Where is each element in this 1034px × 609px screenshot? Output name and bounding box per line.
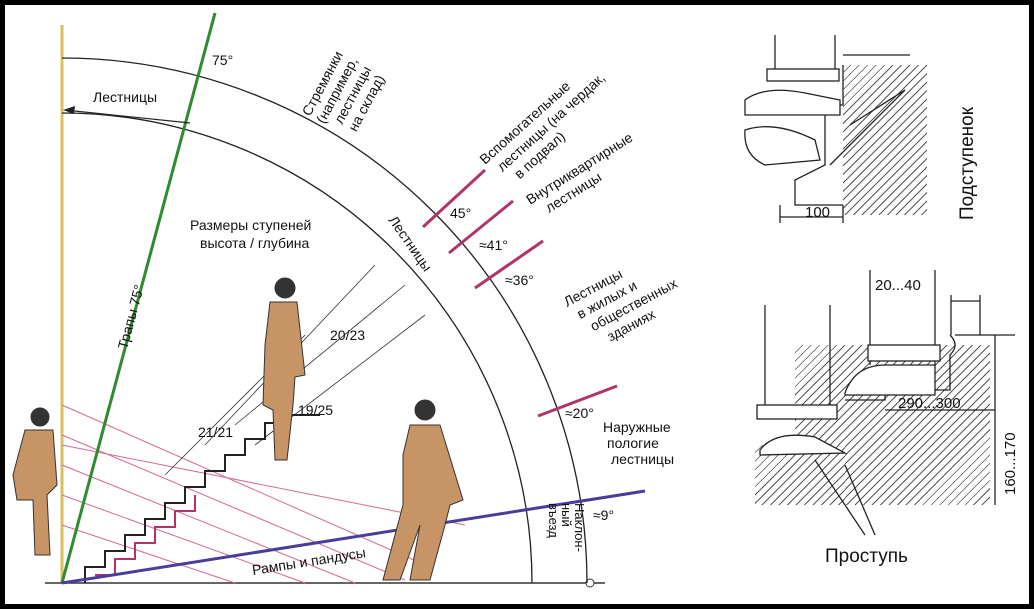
arrowhead-left	[63, 106, 75, 114]
angle-41-label: ≈41°	[479, 237, 508, 253]
ratio-20-23: 20/23	[330, 327, 365, 343]
step-sizes-label-2: высота / глубина	[200, 235, 310, 251]
stairs-angle-diagram: 100 Подступенок 20...40 290...300 160...…	[12, 12, 1019, 588]
auxiliary-stairs-label: Вспомогательные лестницы (на чердак, в п…	[476, 69, 608, 182]
svg-text:въезд: въезд	[546, 503, 561, 538]
inner-arc	[61, 112, 533, 584]
upper-step-detail	[744, 35, 910, 223]
origin-marker	[585, 578, 595, 588]
lower-step-detail	[756, 270, 1015, 536]
dim-290-300: 290...300	[898, 395, 961, 412]
svg-text:ный: ный	[559, 503, 574, 527]
outer-arc	[61, 57, 588, 584]
svg-text:Наклон-: Наклон-	[572, 503, 587, 552]
step-sizes-label-1: Размеры ступеней	[190, 217, 311, 233]
dim-160-170: 160...170	[1002, 432, 1019, 495]
line-9-degrees	[61, 489, 646, 585]
diagram-canvas: 100 Подступенок 20...40 290...300 160...…	[5, 5, 1029, 604]
tread-label: Проступь	[825, 546, 908, 567]
dim-100: 100	[805, 204, 830, 221]
angle-9-label: ≈9°	[593, 507, 614, 523]
outdoor-stairs-line-3: лестницы	[611, 451, 674, 467]
person-on-stairs	[262, 277, 306, 461]
ratio-21-21: 21/21	[198, 424, 233, 440]
angle-75-label: 75°	[212, 52, 233, 68]
trapy-label: Трапы 75°	[114, 283, 147, 351]
ratio-19-25: 19/25	[298, 402, 333, 418]
hatch-upper-wall	[843, 65, 927, 215]
slope-lines	[61, 404, 466, 584]
staircase	[84, 414, 320, 583]
dim-20-40: 20...40	[875, 277, 921, 294]
person-climbing-ladder	[12, 407, 58, 556]
residential-stairs-label: Лестницы в жилых и общественных зданиях	[561, 265, 680, 344]
angle-20-label: ≈20°	[565, 405, 594, 421]
angle-36-label: ≈36°	[505, 272, 534, 288]
staircase-inner	[95, 495, 196, 576]
incline-label: Наклон- ный въезд	[546, 503, 587, 552]
angle-ticks	[421, 168, 618, 418]
stepladders-label: Стремянки (например, лестницы на склад)	[299, 48, 388, 134]
riser-label: Подступенок	[957, 106, 978, 220]
line-75-degrees	[60, 12, 217, 584]
person-walking-ramp	[382, 399, 464, 581]
ladders-label: Лестницы	[93, 89, 157, 105]
ladders-arrow	[64, 109, 191, 124]
outdoor-stairs-line-1: Наружные	[603, 419, 671, 435]
outdoor-stairs-line-2: пологие	[607, 435, 659, 451]
angle-45-label: 45°	[450, 205, 471, 221]
